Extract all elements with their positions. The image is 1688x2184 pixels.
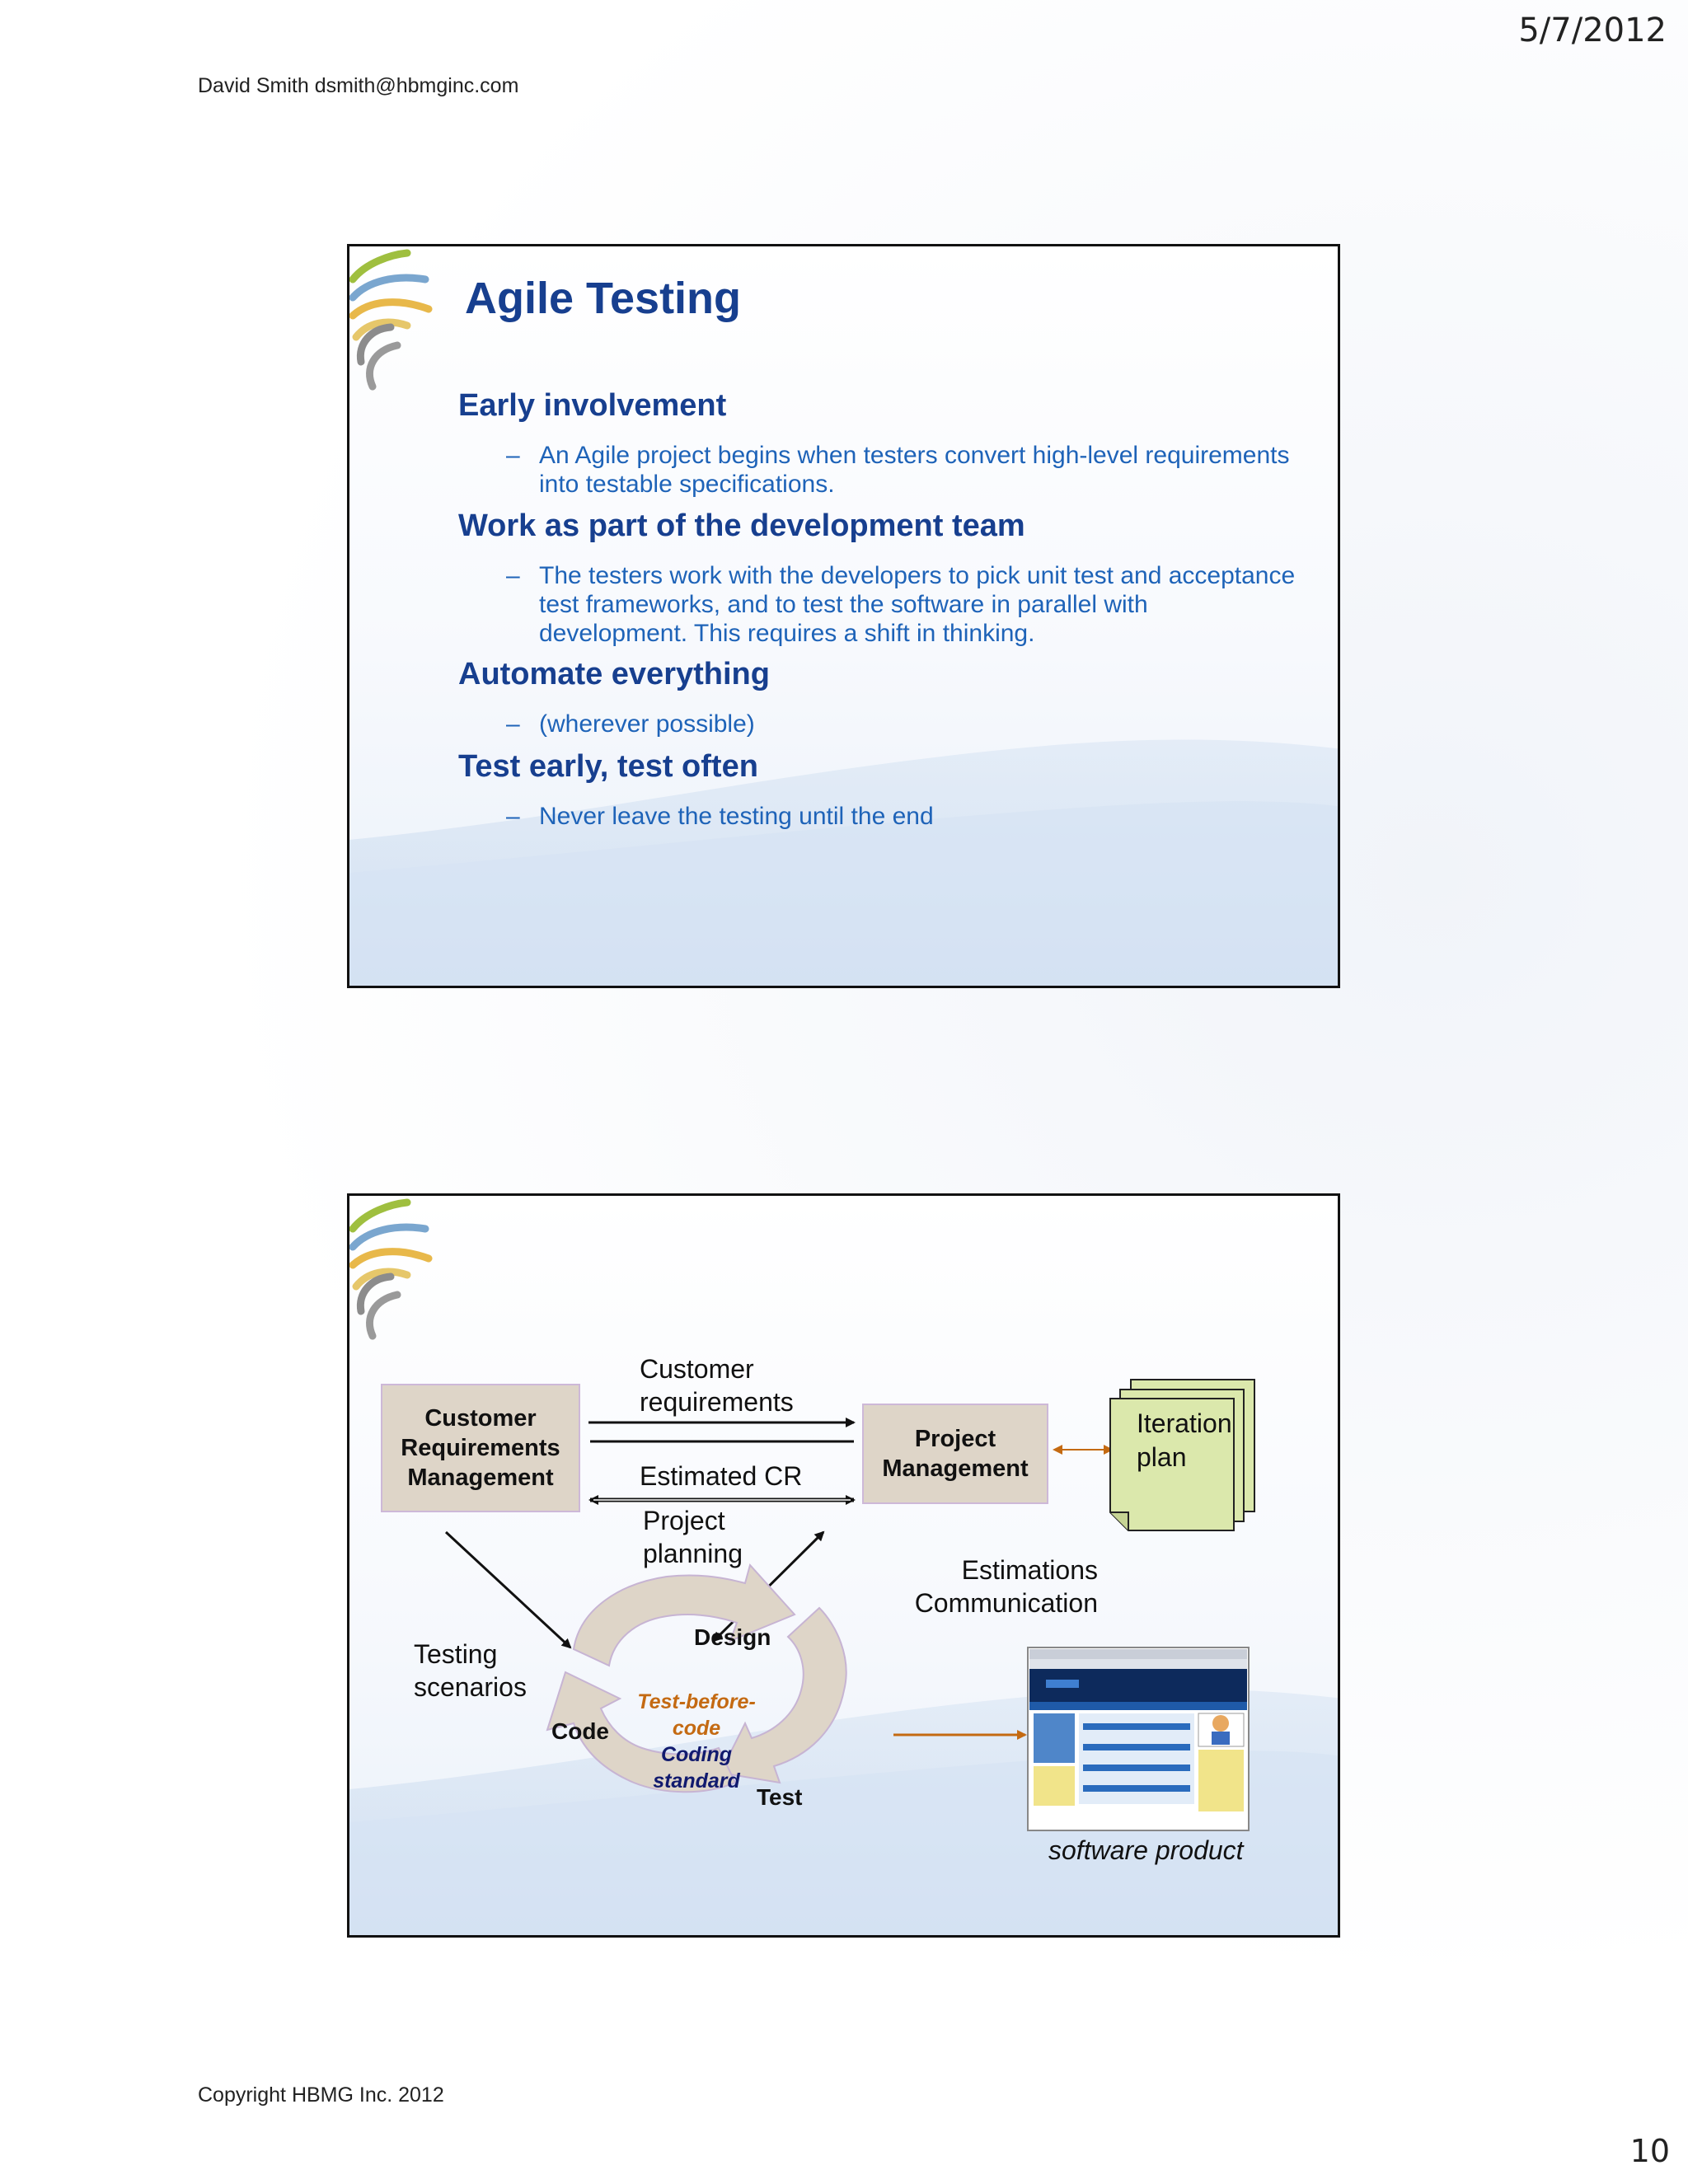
software-product-caption: software product bbox=[1048, 1835, 1244, 1866]
label-iteration-plan: Iteration plan bbox=[1137, 1407, 1236, 1474]
label-estimated-cr: Estimated CR bbox=[640, 1460, 802, 1493]
dash-marker: – bbox=[506, 802, 520, 831]
bullet-heading: Automate everything bbox=[458, 657, 770, 692]
dash-marker: – bbox=[506, 561, 520, 590]
cycle-center-test-before-code: Test-before-code bbox=[630, 1689, 763, 1741]
bullet-sub-text: An Agile project begins when testers con… bbox=[539, 441, 1297, 499]
label-testing-scenarios: Testing scenarios bbox=[414, 1638, 554, 1704]
bullet-heading: Work as part of the development team bbox=[458, 509, 1025, 544]
page-number: 10 bbox=[1630, 2133, 1670, 2169]
bullet-sub-text: The testers work with the developers to … bbox=[539, 561, 1297, 648]
slide-title: Agile Testing bbox=[465, 273, 741, 324]
cycle-label-test: Test bbox=[757, 1784, 803, 1811]
diagram-canvas bbox=[349, 1196, 1340, 1938]
cycle-center-coding-standard: Coding standard bbox=[630, 1741, 763, 1794]
bullet-sub-text: (wherever possible) bbox=[539, 710, 1297, 738]
arrow-testing-scenarios bbox=[446, 1532, 570, 1647]
cycle-label-design: Design bbox=[694, 1624, 771, 1651]
cycle-label-code: Code bbox=[551, 1718, 609, 1745]
software-product-screenshot bbox=[1028, 1647, 1249, 1830]
bullet-heading: Test early, test often bbox=[458, 749, 758, 785]
dash-marker: – bbox=[506, 441, 520, 470]
customer-requirements-management-box: Customer Requirements Management bbox=[381, 1384, 580, 1512]
logo-swirl-icon bbox=[353, 1202, 429, 1336]
footer-copyright: Copyright HBMG Inc. 2012 bbox=[198, 2083, 444, 2107]
slide-agile-testing: Agile Testing Early involvement – An Agi… bbox=[347, 244, 1340, 988]
bullet-sub-text: Never leave the testing until the end bbox=[539, 802, 1297, 831]
label-project-planning: Project planning bbox=[643, 1504, 775, 1570]
header-author: David Smith dsmith@hbmginc.com bbox=[198, 74, 518, 98]
logo-swirl-icon bbox=[353, 253, 429, 387]
label-customer-requirements: Customer requirements bbox=[640, 1352, 821, 1418]
header-date: 5/7/2012 bbox=[1518, 12, 1667, 49]
bullet-heading: Early involvement bbox=[458, 388, 726, 424]
slide-agile-process-diagram: Customer Requirements Management Project… bbox=[347, 1193, 1340, 1938]
dash-marker: – bbox=[506, 710, 520, 738]
label-estimations-communication: Estimations Communication bbox=[892, 1554, 1098, 1619]
project-management-box: Project Management bbox=[862, 1404, 1048, 1504]
